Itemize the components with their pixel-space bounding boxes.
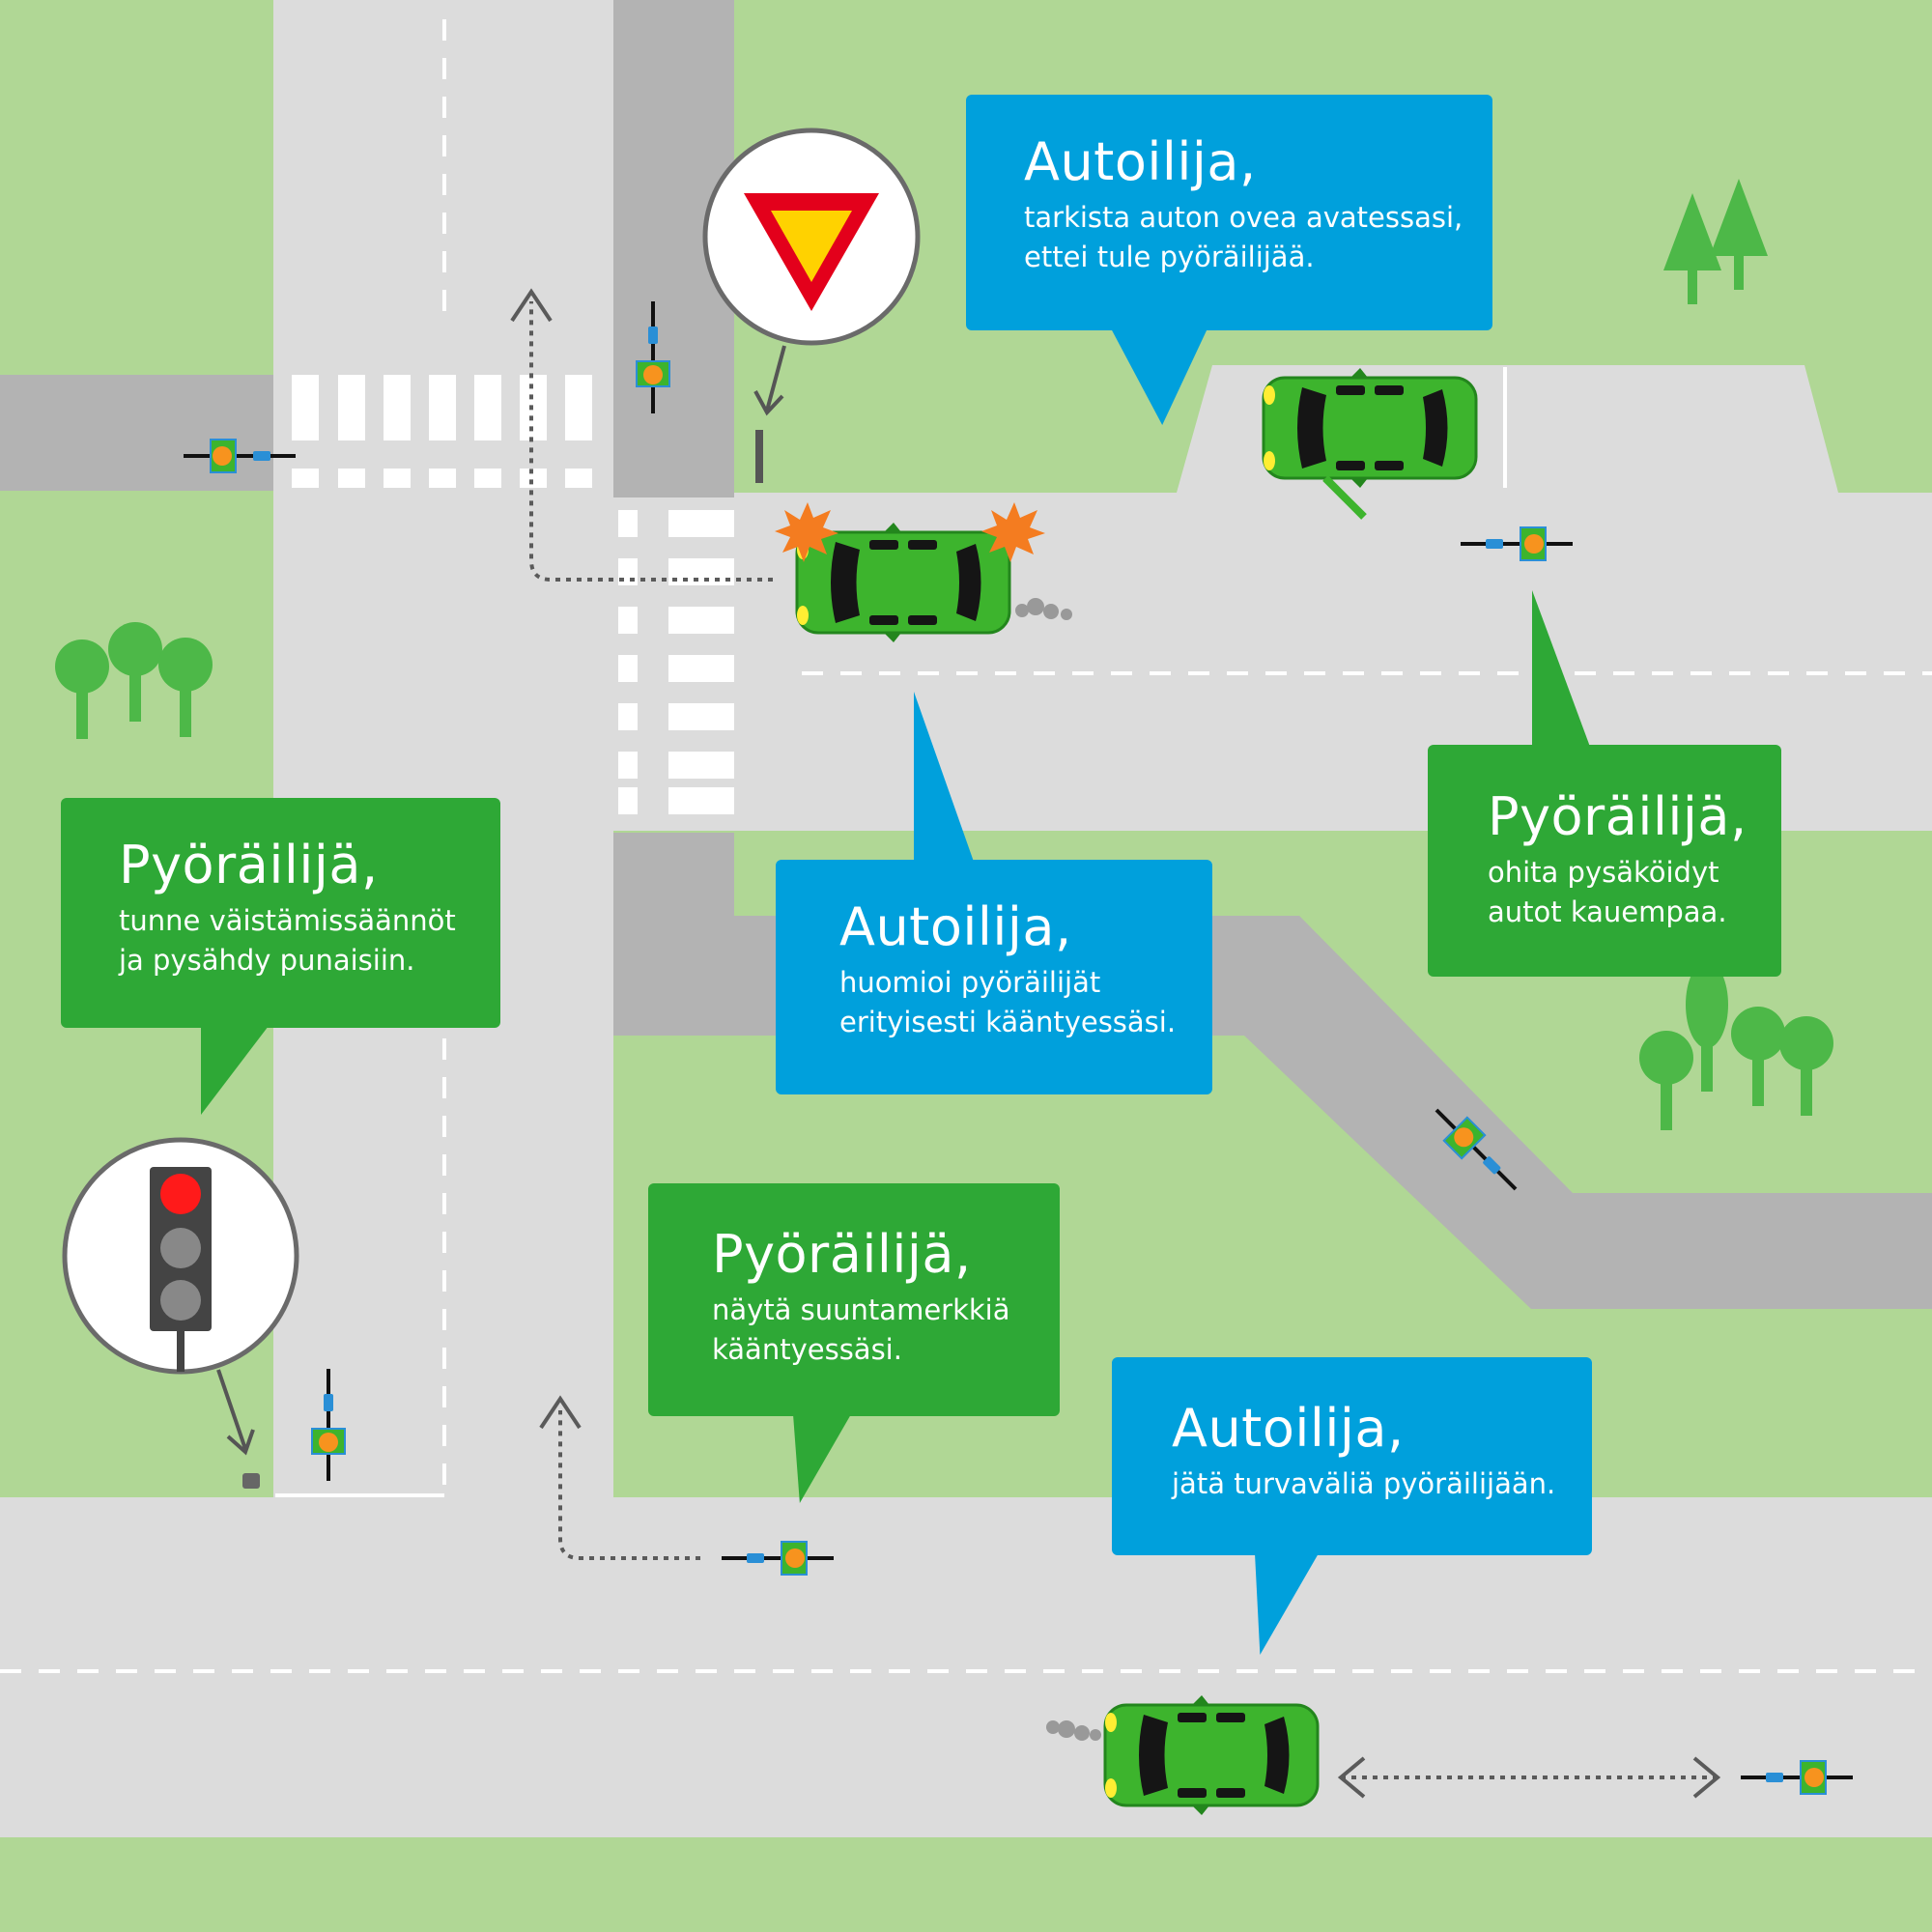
- bubble-heading: Pyöräilijä,: [119, 835, 379, 895]
- bubble-heading: Autoilija,: [1024, 131, 1257, 192]
- bubble-text: tunne väistämissäännöt ja pysähdy punais…: [119, 904, 456, 977]
- bubble-tail: [914, 692, 974, 862]
- car-icon: [795, 521, 1011, 644]
- tree-icon: [1663, 179, 1768, 304]
- bubble-heading: Autoilija,: [1172, 1398, 1405, 1459]
- bubble-tail: [1532, 590, 1590, 747]
- tree-icon: [1639, 961, 1833, 1130]
- bubble-driver-door: Autoilija, tarkista auton ovea avatessas…: [966, 95, 1492, 425]
- bubble-cyclist-signal: Pyöräilijä, näytä suuntamerkkiä kääntyes…: [648, 1183, 1060, 1503]
- bubble-driver-space: Autoilija, jätä turvaväliä pyöräilijään.: [1112, 1357, 1592, 1655]
- exhaust-icon: [1015, 598, 1072, 620]
- dotted-turn-arrow-icon: [539, 1395, 700, 1560]
- car-icon: [1262, 366, 1478, 490]
- traffic-light-icon: [62, 1137, 299, 1489]
- bubble-heading: Pyöräilijä,: [712, 1224, 972, 1285]
- bubble-heading: Autoilija,: [839, 896, 1072, 957]
- lane-top-right-grass-edge: [734, 831, 1932, 834]
- hazard-light-icon: [775, 502, 1045, 562]
- bubble-text: jätä turvaväliä pyöräilijään.: [1172, 1467, 1556, 1501]
- zebra-crossing-right: [618, 510, 734, 814]
- road-main-horizontal: [0, 1497, 1932, 1837]
- exhaust-icon: [1046, 1720, 1101, 1741]
- bike-lane-lower-stub: [613, 833, 734, 1036]
- bubble-text: ohita pysäköidyt autot kauempaa.: [1488, 856, 1727, 928]
- bubble-tail: [201, 1026, 269, 1115]
- bubble-text: näytä suuntamerkkiä kääntyessäsi.: [712, 1293, 1010, 1366]
- tree-icon: [55, 622, 213, 739]
- bubble-text: tarkista auton ovea avatessasi, ettei tu…: [1024, 201, 1463, 273]
- double-headed-arrow-icon: [1337, 1756, 1721, 1799]
- open-car-door: [1322, 475, 1367, 520]
- car-icon: [1103, 1693, 1320, 1817]
- bubble-cyclist-rules: Pyöräilijä, tunne väistämissäännöt ja py…: [61, 798, 500, 1115]
- bubble-text: huomioi pyöräilijät erityisesti kääntyes…: [839, 966, 1177, 1038]
- bubble-heading: Pyöräilijä,: [1488, 786, 1747, 847]
- yield-sign-icon: [702, 128, 921, 483]
- bubble-driver-turning: Autoilija, huomioi pyöräilijät erityises…: [776, 692, 1212, 1094]
- dotted-turn-arrow-icon: [510, 288, 773, 582]
- bubble-cyclist-parked: Pyöräilijä, ohita pysäköidyt autot kauem…: [1428, 590, 1781, 977]
